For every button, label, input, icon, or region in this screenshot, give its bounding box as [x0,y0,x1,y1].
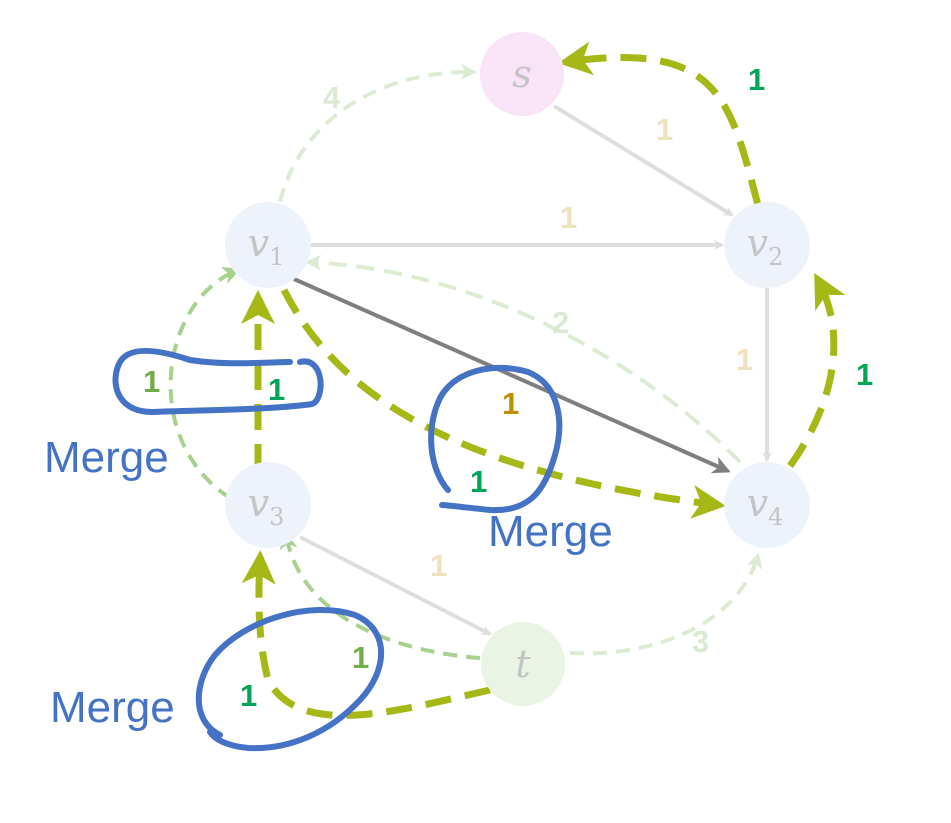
weight-v3-v1-bold: 1 [268,372,285,407]
svg-text:s: s [512,52,532,96]
svg-text:v2: v2 [747,221,784,271]
weight-v4-v1: 2 [552,305,569,340]
edge-v1-s [278,63,477,203]
svg-text:t: t [515,642,531,686]
weight-v3-v1-left: 1 [143,364,160,399]
weight-v2-v4: 1 [736,342,753,377]
edge-v4-v2-bold [787,272,846,469]
weight-t-v4: 3 [692,624,709,659]
edge-v1-v4 [293,277,731,474]
edge-t-v3 [279,531,481,660]
weight-v1-v4-bold: 1 [470,464,487,499]
weight-t-v3-bold: 1 [240,678,257,713]
node-v2: v2 [724,202,810,288]
edge-t-v3-bold [241,550,491,719]
weight-v3-t: 1 [430,548,447,583]
node-v4: v4 [724,462,810,548]
edge-s-v2 [552,104,734,217]
node-v1: v1 [225,202,311,288]
svg-text:v1: v1 [248,221,285,271]
node-s: s [480,32,564,116]
weight-v1-v2: 1 [560,200,577,235]
node-v3: v3 [225,462,311,548]
weight-v1-v4: 1 [502,386,519,421]
weight-v4-v2-bold: 1 [856,357,873,392]
node-t: t [481,622,565,706]
edge-t-v4 [569,552,763,656]
merge-label-top-left: Merge [44,433,169,482]
svg-text:v3: v3 [248,481,285,531]
edge-v2-s-bold [558,41,762,206]
svg-text:v4: v4 [747,481,784,531]
weight-s-v2: 1 [656,112,673,147]
edge-v3-v1-left [168,267,241,500]
merge-scribble-top-left [112,347,324,415]
edge-v4-v1 [305,254,742,464]
merge-label-middle: Merge [488,507,613,556]
weight-v1-s: 4 [323,80,341,115]
merge-scribble-bottom-left [195,606,385,752]
weight-v2-s-bold: 1 [748,62,765,97]
weight-t-v3: 1 [352,640,369,675]
edge-v1-v4-bold [280,288,726,519]
edge-v3-t [299,535,492,636]
merge-label-bottom-left: Merge [50,683,175,732]
merge-scribble-middle [428,364,563,514]
